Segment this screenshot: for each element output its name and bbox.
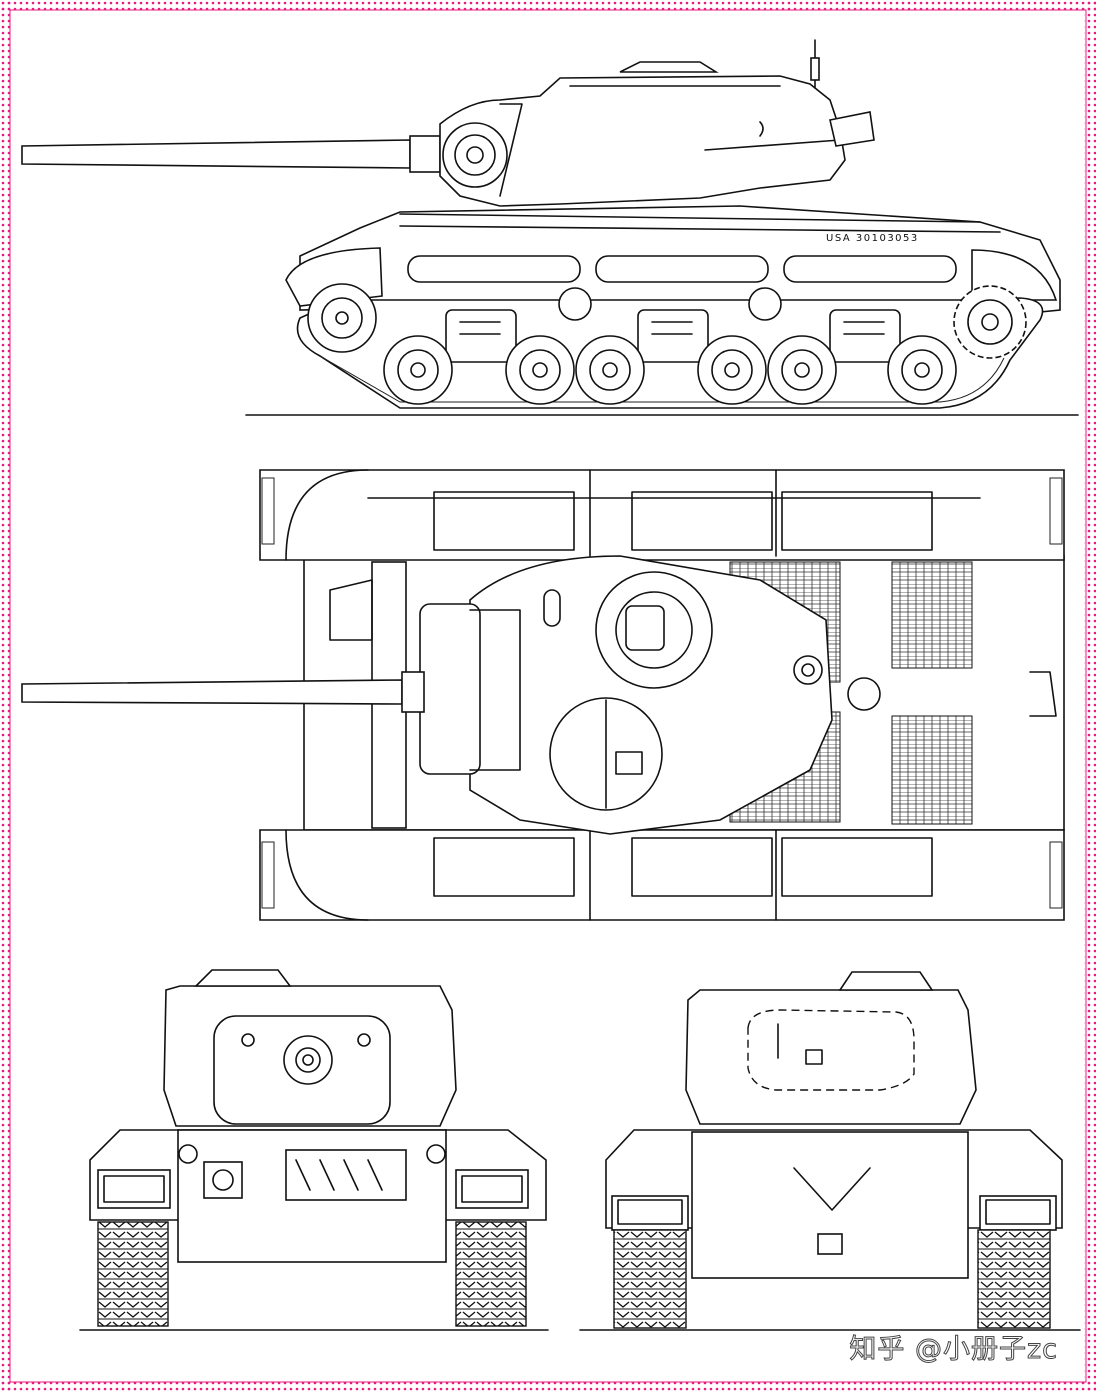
rear-turret	[685, 989, 977, 1125]
front-track-left	[97, 1221, 169, 1327]
top-turret	[419, 555, 833, 835]
side-turret	[439, 39, 875, 207]
top-view	[21, 469, 1065, 921]
side-cupola	[619, 61, 719, 73]
rear-fender-box-left	[611, 1195, 689, 1231]
rear-track-left	[613, 1229, 687, 1329]
side-view	[21, 39, 1079, 416]
hull-serial-number: USA 30103053	[826, 233, 919, 244]
rear-tow-hitch	[817, 1233, 843, 1255]
top-fender-left	[259, 469, 1065, 561]
watermark-text: 知乎 @小册子zc	[849, 1334, 1058, 1366]
side-drive-sprocket	[953, 285, 1027, 359]
commander-cupola	[595, 571, 713, 689]
top-gun-barrel	[21, 679, 403, 705]
top-fender-right	[259, 829, 1065, 921]
gun-mantlet	[419, 603, 481, 775]
front-mg-mount	[203, 1161, 243, 1199]
front-view	[79, 969, 549, 1331]
rear-turret-outline	[747, 1009, 915, 1091]
rear-fitting	[847, 677, 881, 711]
rear-track-right	[977, 1229, 1051, 1329]
side-hull	[285, 205, 1061, 315]
side-gun-barrel	[21, 135, 441, 173]
headlight-left	[178, 1144, 198, 1164]
suspension-units	[445, 309, 901, 363]
side-idler-wheel	[307, 283, 377, 353]
headlight-right	[426, 1144, 446, 1164]
return-roller	[748, 287, 782, 321]
rear-plate	[691, 1131, 969, 1279]
side-road-wheels	[383, 335, 957, 405]
rear-view	[579, 971, 1081, 1331]
return-roller	[558, 287, 592, 321]
front-gun-muzzle	[283, 1035, 333, 1085]
front-track-right	[455, 1221, 527, 1327]
rear-fender-box-right	[979, 1195, 1057, 1231]
front-spare-track	[285, 1149, 407, 1201]
